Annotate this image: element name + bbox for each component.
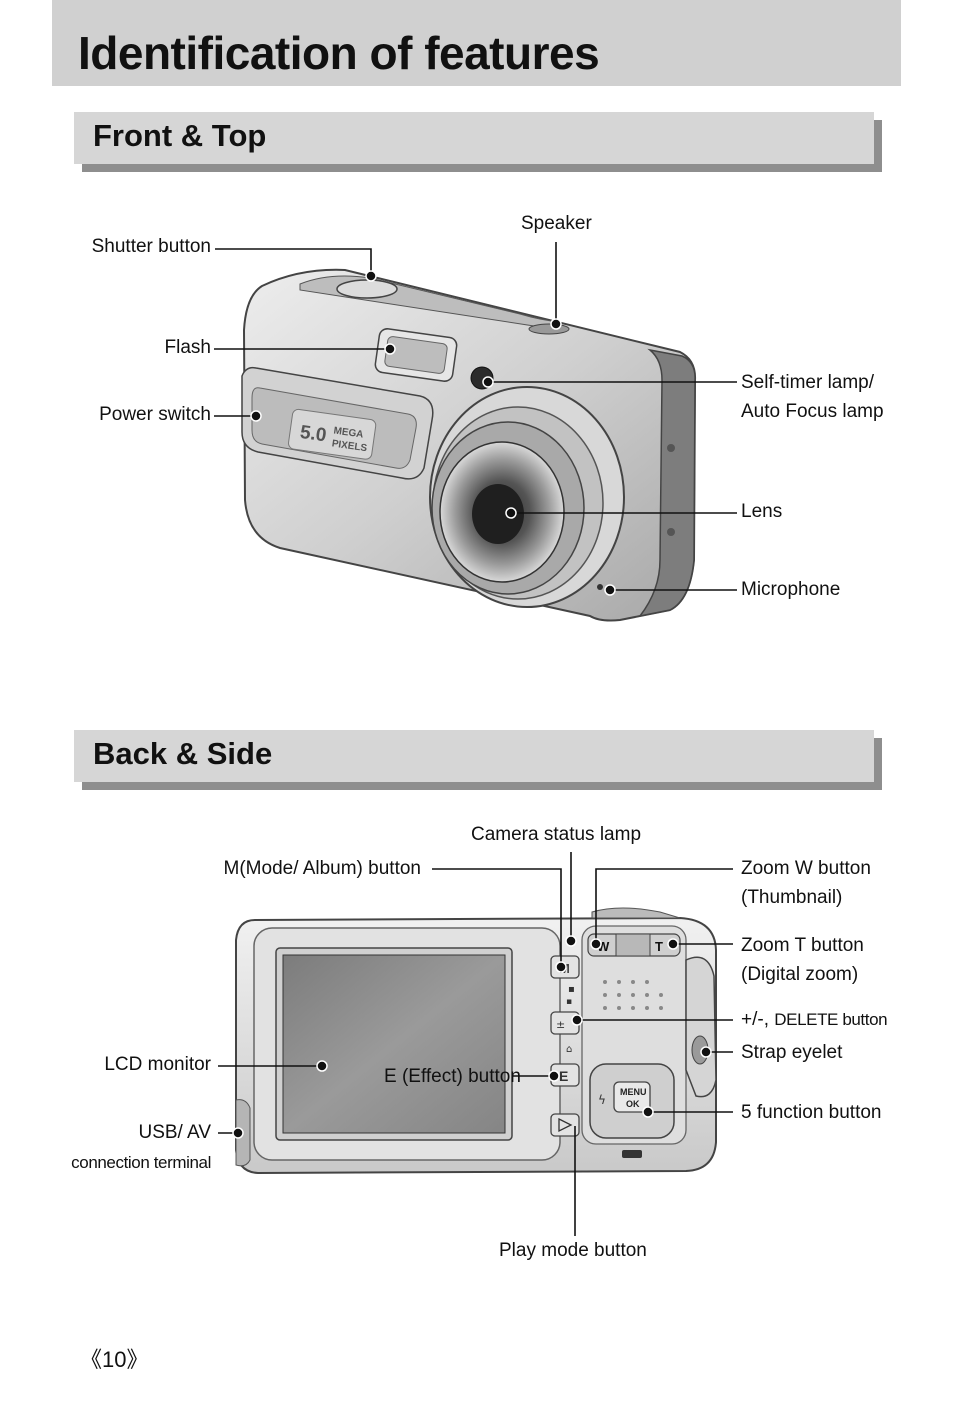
microphone-shape xyxy=(597,584,603,590)
svg-text:▪: ▪ xyxy=(568,984,575,995)
strap-eyelet-shape xyxy=(685,956,717,1098)
badge-pixels: PIXELS xyxy=(331,438,368,454)
label-zoom-t-digital-zoom: (Digital zoom) xyxy=(741,964,859,985)
section-back-side: Back & Side xyxy=(74,730,882,790)
label-effect-button: E (Effect) button xyxy=(384,1066,521,1087)
svg-text:±: ± xyxy=(556,1018,565,1031)
label-microphone: Microphone xyxy=(741,579,841,600)
front-camera-body: 5.0 MEGA PIXELS xyxy=(241,268,697,622)
section-title-back-side: Back & Side xyxy=(93,736,273,771)
label-delete-button: +/-, DELETE button xyxy=(741,1009,888,1031)
badge-number: 5.0 xyxy=(299,422,328,446)
section-title-front-top: Front & Top xyxy=(93,118,267,153)
label-zoom-t-button: Zoom T button xyxy=(741,935,864,956)
label-strap-eyelet: Strap eyelet xyxy=(741,1042,843,1063)
label-zoom-w-button: Zoom W button xyxy=(741,858,871,879)
label-five-function-button: 5 function button xyxy=(741,1102,882,1123)
label-play-mode-button: Play mode button xyxy=(499,1240,647,1261)
label-camera-status-lamp: Camera status lamp xyxy=(471,824,642,845)
label-connection-terminal: connection terminal xyxy=(71,1153,211,1172)
label-speaker: Speaker xyxy=(521,213,592,234)
label-power-switch: Power switch xyxy=(99,404,211,425)
page-title: Identification of features xyxy=(78,27,600,79)
shutter-button-shape xyxy=(336,279,398,299)
back-button-column: M ± E ▪ ▪ ⌂ xyxy=(550,955,580,1137)
svg-text:⌂: ⌂ xyxy=(566,1044,572,1055)
menu-glyph: MENU xyxy=(620,1087,647,1097)
back-leader-dots xyxy=(232,935,712,1139)
effect-button-glyph: E xyxy=(559,1068,568,1084)
label-zoom-w-thumbnail: (Thumbnail) xyxy=(741,887,843,908)
ok-glyph: OK xyxy=(626,1099,640,1109)
megapixel-badge: 5.0 MEGA PIXELS xyxy=(288,408,377,460)
section-front-top: Front & Top xyxy=(74,112,882,172)
front-leader-dots xyxy=(250,270,616,596)
back-camera-body: M ± E ▪ ▪ ⌂ W T MENU OK ϟ xyxy=(235,907,717,1175)
label-delete-prefix: +/-, xyxy=(741,1009,775,1030)
label-flash: Flash xyxy=(164,337,211,358)
label-usb-av: USB/ AV xyxy=(138,1122,211,1143)
lcd-screen-shape xyxy=(282,954,506,1134)
front-leader-lines xyxy=(214,242,737,591)
label-delete-rest: DELETE button xyxy=(774,1010,888,1029)
label-lens: Lens xyxy=(741,501,783,522)
page-number: 《10》 xyxy=(80,1347,149,1372)
speaker-shape xyxy=(528,323,570,335)
svg-text:▪: ▪ xyxy=(566,997,572,1007)
svg-text:ϟ: ϟ xyxy=(598,1093,606,1107)
label-lcd-monitor: LCD monitor xyxy=(104,1054,211,1075)
label-auto-focus-lamp: Auto Focus lamp xyxy=(741,401,884,422)
label-shutter-button: Shutter button xyxy=(91,236,211,257)
badge-mega: MEGA xyxy=(333,426,364,441)
label-self-timer-lamp: Self-timer lamp/ xyxy=(741,372,875,393)
zoom-t-glyph: T xyxy=(655,939,663,954)
title-bar xyxy=(52,0,901,86)
label-mode-album-button: M(Mode/ Album) button xyxy=(223,858,421,879)
